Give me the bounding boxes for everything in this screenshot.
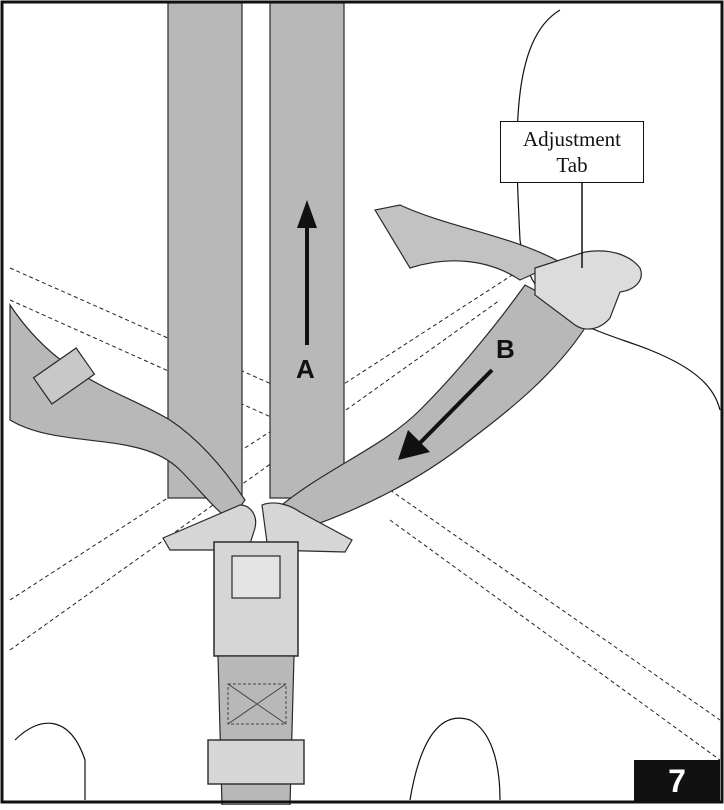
adjustment-tab: [534, 250, 642, 330]
adjustment-tab-callout: Adjustment Tab: [500, 121, 644, 183]
buckle-release-button: [231, 555, 281, 599]
arrow-a-label: A: [296, 354, 315, 384]
callout-line-2: Tab: [556, 153, 588, 177]
leg-contour-right: [409, 717, 501, 801]
arrow-a: [297, 200, 317, 345]
arrow-b: [398, 368, 494, 460]
leg-contour-left: [14, 722, 86, 800]
strap-slider-left: [32, 347, 96, 405]
step-number-badge: 7: [634, 760, 720, 802]
strap-tail: [374, 204, 562, 281]
hip-strap-left: [9, 303, 246, 521]
arrow-b-label: B: [496, 334, 515, 364]
shoulder-strap-left: [167, 2, 243, 499]
seat-outline-dashed: [9, 267, 721, 761]
crotch-strap-stitch-box: [227, 683, 287, 725]
clip-tongue-right: [261, 502, 353, 553]
stitch-x-2: [227, 683, 287, 725]
crotch-strap-keeper: [207, 739, 305, 785]
callout-line-1: Adjustment: [523, 127, 621, 151]
